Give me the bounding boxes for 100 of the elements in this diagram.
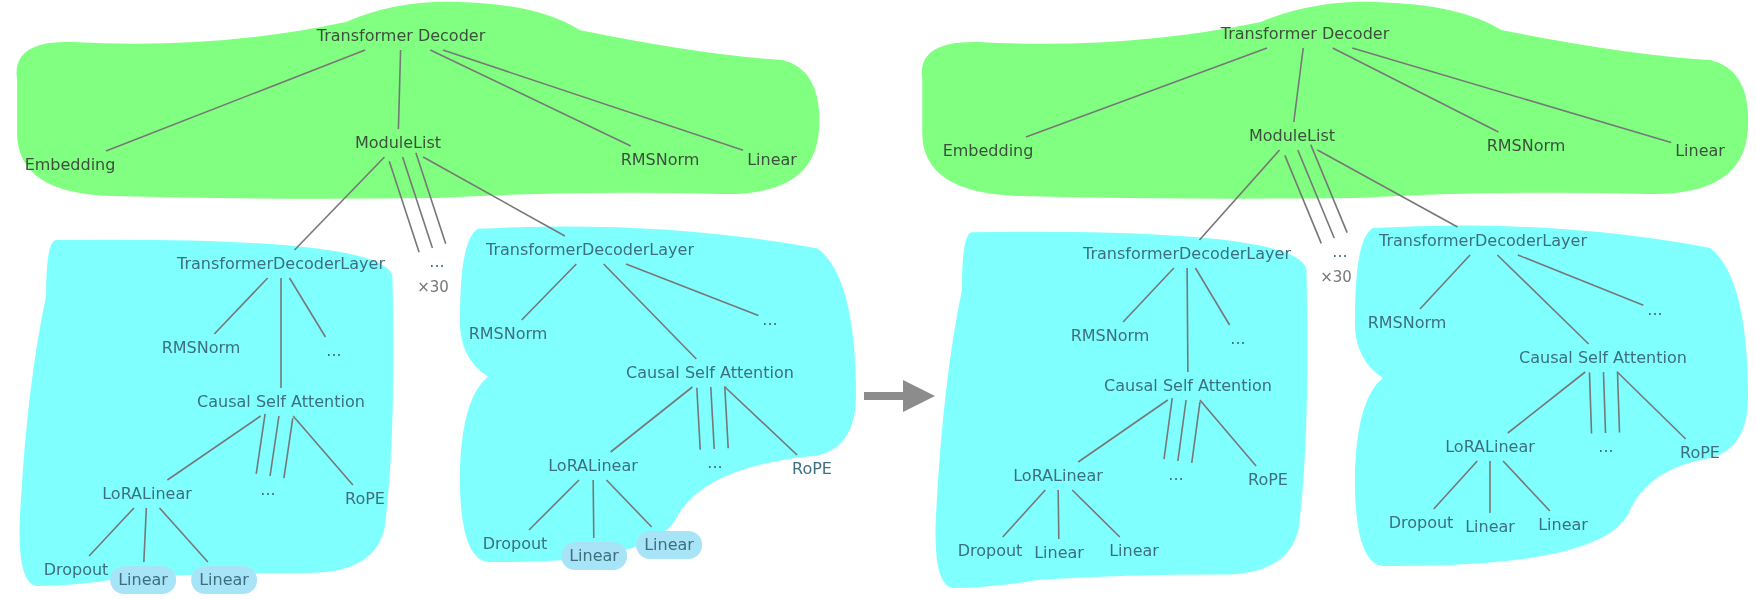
tree-line	[1502, 460, 1551, 512]
module-label: TransformerDecoderLayer	[1379, 231, 1587, 251]
module-label: Causal Self Attention	[626, 363, 794, 383]
module-label: RMSNorm	[620, 150, 700, 170]
module-label: LoRALinear	[548, 456, 638, 476]
module-label: Embedding	[24, 155, 116, 175]
module-label: RoPE	[1248, 470, 1288, 490]
module-label: ...	[1647, 300, 1663, 320]
tree-line	[1616, 371, 1687, 440]
tree-line	[1616, 370, 1621, 434]
tree-line	[1489, 460, 1491, 514]
tree-line	[1507, 371, 1586, 434]
tree-line	[520, 263, 578, 321]
tree-line	[1122, 267, 1175, 323]
tree-line	[528, 479, 580, 531]
module-label: LoRALinear	[1445, 437, 1535, 457]
tree-line	[1602, 371, 1607, 434]
tree-line	[1419, 254, 1471, 310]
module-label: Causal Self Attention	[197, 392, 365, 412]
module-label: Dropout	[482, 534, 548, 554]
tree-line	[1293, 47, 1304, 123]
module-label: ...	[707, 453, 723, 473]
tree-line	[255, 413, 266, 475]
repeat-count-label: ×30	[1320, 267, 1352, 288]
module-label: ...	[326, 341, 342, 361]
module-label: ...	[1230, 329, 1246, 349]
module-label: RoPE	[1680, 443, 1720, 463]
module-label: Dropout	[43, 560, 109, 580]
module-label: ...	[429, 252, 445, 272]
tree-line	[696, 386, 702, 451]
tree-line	[1432, 460, 1479, 510]
tree-line	[415, 151, 447, 245]
module-label: Linear	[747, 150, 797, 170]
module-label: Linear	[1538, 515, 1588, 535]
module-label: RMSNorm	[468, 324, 548, 344]
tree-line	[1309, 143, 1348, 234]
tree-line	[1284, 154, 1323, 245]
module-label: RMSNorm	[161, 338, 241, 358]
tree-line	[1190, 401, 1201, 464]
tree-line	[397, 49, 402, 130]
tree-line	[1198, 149, 1281, 241]
module-label: Causal Self Attention	[1104, 376, 1272, 396]
tree-line	[1496, 254, 1590, 345]
tree-line	[1331, 47, 1500, 133]
tree-line	[388, 160, 420, 254]
module-label: ...	[260, 480, 276, 500]
tree-line	[280, 277, 282, 389]
tree-line	[213, 277, 269, 335]
module-label: Linear	[1675, 141, 1725, 161]
tree-line	[401, 156, 434, 249]
tree-line	[143, 507, 148, 563]
tree-line	[1316, 149, 1459, 228]
module-label: RMSNorm	[1486, 136, 1566, 156]
tree-line	[1163, 397, 1174, 460]
module-label: Causal Self Attention	[1519, 348, 1687, 368]
tree-line	[723, 385, 729, 450]
tree-line	[1517, 254, 1645, 307]
tree-line	[1001, 489, 1047, 538]
tree-line	[158, 507, 209, 563]
tree-line	[429, 49, 632, 147]
module-bubble: Linear	[636, 531, 702, 559]
module-label: RoPE	[792, 459, 832, 479]
tree-line	[105, 49, 366, 152]
module-label: Linear	[1034, 543, 1084, 563]
module-label: TransformerDecoderLayer	[486, 240, 694, 260]
module-label: ModuleList	[354, 133, 442, 153]
module-label: Transformer Decoder	[316, 26, 486, 46]
tree-line	[269, 415, 280, 477]
module-label: Transformer Decoder	[1220, 24, 1390, 44]
tree-line	[88, 507, 135, 557]
module-label: ...	[1332, 242, 1348, 262]
tree-line	[1297, 149, 1335, 239]
tree-line	[1186, 267, 1189, 373]
tree-line	[288, 277, 327, 338]
module-label: TransformerDecoderLayer	[1083, 244, 1291, 264]
tree-line	[605, 479, 653, 528]
module-label: ...	[762, 310, 778, 330]
module-bubble: Linear	[110, 566, 176, 594]
tree-line	[625, 263, 760, 317]
module-bubble: Linear	[191, 566, 257, 594]
tree-line	[1199, 399, 1257, 467]
module-label: Dropout	[957, 541, 1023, 561]
tree-line	[1351, 47, 1672, 144]
tree-line	[422, 156, 566, 237]
tree-line	[724, 386, 798, 456]
tree-line	[1177, 399, 1187, 462]
module-label: Linear	[1109, 541, 1159, 561]
module-bubble: Linear	[561, 542, 627, 570]
repeat-count-label: ×30	[417, 277, 449, 298]
tree-line	[292, 415, 354, 486]
module-label: ...	[1598, 437, 1614, 457]
module-label: Dropout	[1388, 513, 1454, 533]
tree-line	[1588, 371, 1593, 435]
tree-line	[166, 415, 262, 481]
module-label: Embedding	[942, 141, 1034, 161]
module-label: ...	[1168, 465, 1184, 485]
tree-line	[609, 386, 694, 453]
tree-line	[592, 479, 595, 539]
tree-line	[293, 156, 386, 251]
tree-line	[1057, 489, 1060, 540]
